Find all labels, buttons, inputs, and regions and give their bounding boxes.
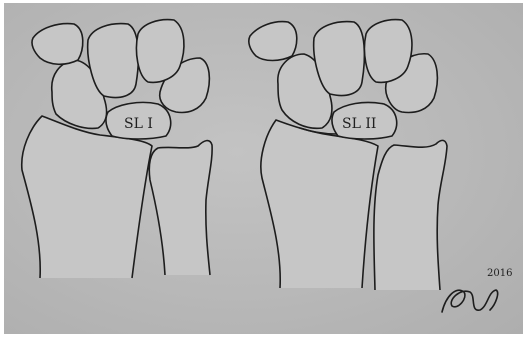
- label-sl-i: SL I: [124, 116, 153, 132]
- left-radius: [22, 116, 152, 278]
- right-trapezium: [249, 22, 297, 61]
- right-wrist: [249, 20, 447, 290]
- signature-scribble: [442, 290, 498, 312]
- left-hamate: [136, 20, 183, 83]
- right-ulna: [374, 140, 447, 290]
- right-hamate: [364, 20, 411, 83]
- label-sl-ii: SL II: [342, 116, 376, 132]
- left-wrist: [22, 20, 212, 278]
- left-trapezium: [32, 24, 83, 65]
- right-radius: [261, 120, 378, 288]
- signature-year: 2016: [487, 268, 512, 279]
- left-ulna: [149, 141, 212, 275]
